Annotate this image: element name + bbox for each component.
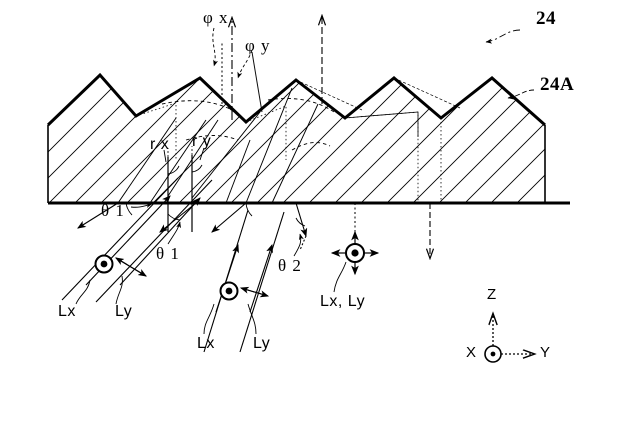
light-source-middle-label-lx: Lx — [197, 335, 215, 352]
coordinate-axes — [484, 314, 534, 363]
rays-middle-reflected — [211, 202, 308, 251]
light-source-middle — [219, 281, 270, 301]
exit-rays — [221, 16, 322, 120]
angle-label-theta-1-upper: θ 1 — [101, 201, 125, 220]
angle-label-r-x: r x — [150, 136, 170, 153]
axis-label-y: Y — [540, 344, 551, 361]
reference-numeral-24: 24 — [536, 8, 556, 29]
prism-depth-lines — [99, 74, 546, 203]
prism-hatching — [48, 75, 545, 203]
angle-arcs — [125, 104, 306, 227]
normal-reference-lines — [167, 146, 193, 232]
label-leaders — [75, 27, 535, 335]
angle-label-phi-x: φ x — [203, 8, 229, 27]
angle-label-phi-y: φ y — [245, 36, 271, 55]
axis-label-z: Z — [487, 286, 497, 303]
rays-left-source — [61, 111, 261, 303]
light-source-right — [330, 203, 380, 276]
light-source-left — [94, 254, 147, 277]
light-source-right-label-lx-ly: Lx, Ly — [320, 293, 366, 310]
light-source-left-label-lx: Lx — [58, 303, 76, 320]
angle-label-r-y: r y — [192, 133, 212, 150]
refraction-arcs — [161, 98, 335, 151]
prism-outline — [46, 72, 570, 205]
angle-label-theta-1-lower: θ 1 — [156, 244, 180, 263]
light-source-middle-label-ly: Ly — [253, 335, 271, 352]
axis-label-x: X — [466, 344, 477, 361]
reference-numeral-24A: 24A — [540, 74, 575, 95]
angle-label-theta-2: θ 2 — [278, 256, 302, 275]
rays-left-reflected — [77, 202, 197, 233]
light-source-left-label-ly: Ly — [115, 303, 133, 320]
rays-middle-source — [203, 87, 319, 353]
